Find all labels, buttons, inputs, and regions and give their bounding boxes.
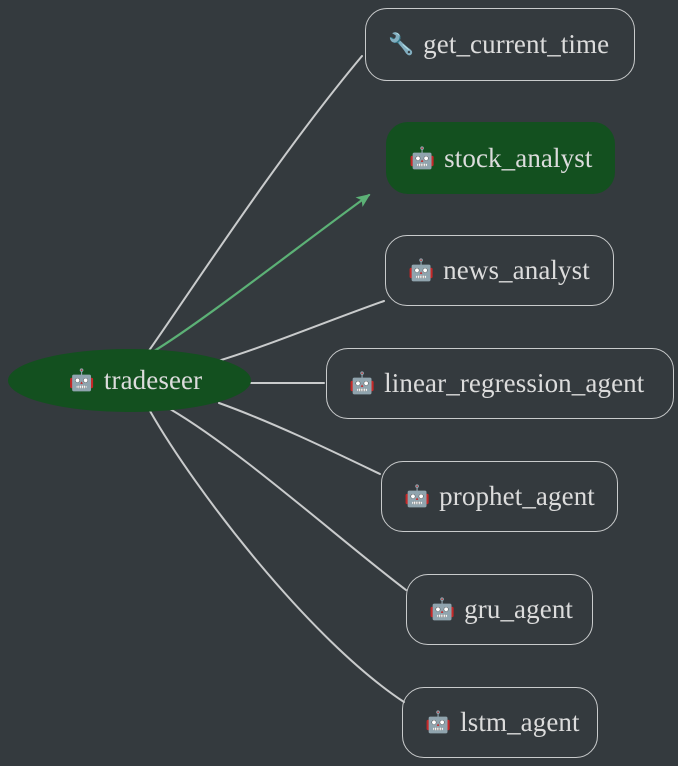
robot-icon: 🤖 (429, 597, 456, 621)
wrench-icon: 🔧 (388, 32, 415, 56)
graph-node-tradeseer[interactable]: 🤖 tradeseer (8, 349, 251, 412)
robot-icon: 🤖 (408, 258, 435, 282)
edge-tradeseer-to-gru_agent (169, 408, 407, 591)
robot-icon: 🤖 (425, 710, 452, 734)
node-label: news_analyst (443, 255, 590, 285)
graph-node-gru_agent[interactable]: 🤖 gru_agent (406, 574, 593, 645)
node-label: linear_regression_agent (384, 368, 645, 398)
graph-node-lstm_agent[interactable]: 🤖 lstm_agent (402, 687, 598, 758)
edge-tradeseer-to-stock_analyst (149, 193, 371, 355)
graph-node-prophet_agent[interactable]: 🤖 prophet_agent (381, 461, 618, 532)
node-label: gru_agent (464, 594, 574, 624)
robot-icon: 🤖 (409, 145, 436, 170)
graph-node-stock_analyst[interactable]: 🤖 stock_analyst (386, 122, 615, 194)
node-label: tradeseer (103, 365, 203, 395)
edge-tradeseer-to-get_current_time (147, 55, 363, 353)
node-label: prophet_agent (439, 481, 595, 511)
node-label: lstm_agent (460, 707, 580, 737)
robot-icon: 🤖 (404, 484, 431, 508)
node-label: get_current_time (423, 29, 610, 59)
graph-node-get_current_time[interactable]: 🔧 get_current_time (365, 8, 635, 81)
robot-icon: 🤖 (68, 368, 95, 392)
node-label: stock_analyst (444, 142, 593, 173)
edge-tradeseer-to-lstm_agent (149, 410, 405, 703)
graph-node-linear_regression_agent[interactable]: 🤖 linear_regression_agent (326, 348, 674, 419)
robot-icon: 🤖 (349, 371, 376, 395)
graph-node-news_analyst[interactable]: 🤖 news_analyst (385, 235, 614, 306)
